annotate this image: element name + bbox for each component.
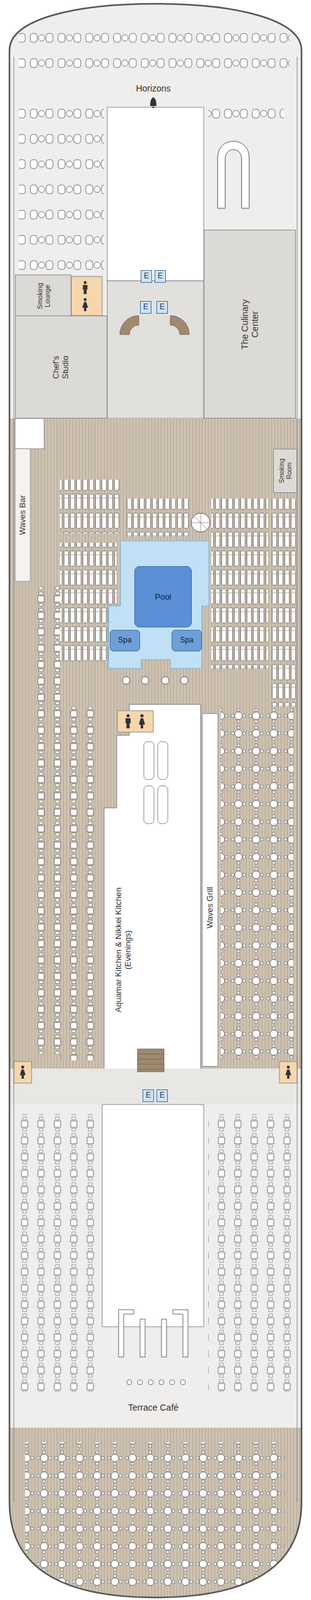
bar-label: Waves Bar <box>17 492 29 537</box>
lounge-seating <box>18 107 105 273</box>
pool-basin: Pool <box>134 565 192 628</box>
node-text: E <box>145 1090 151 1100</box>
buffet-counters <box>143 741 168 824</box>
deck-detail <box>143 785 154 824</box>
deck-detail <box>161 676 170 684</box>
deck-detail <box>137 1378 143 1385</box>
service-room <box>15 418 45 449</box>
node-text: Smoking Lounge <box>35 276 52 316</box>
bar-stools <box>126 1378 186 1385</box>
node-text: Pool <box>154 591 171 602</box>
elevator-box: E <box>140 300 152 314</box>
restroom <box>279 1061 298 1083</box>
pool-surround <box>108 540 209 669</box>
hull-outline <box>9 3 302 1597</box>
spa-basin: Spa <box>109 629 141 652</box>
spiral-stair <box>191 512 211 532</box>
bar-counter <box>15 448 31 581</box>
node-text: Smoking Room <box>278 451 293 491</box>
dining-tables <box>25 1441 286 1587</box>
dining-tables <box>34 586 60 1054</box>
node-text: E <box>143 271 149 281</box>
columns <box>122 676 188 684</box>
bar-counter <box>217 141 250 209</box>
corridor <box>0 1067 311 1104</box>
deck-detail <box>180 676 188 684</box>
deck-detail <box>122 676 130 684</box>
node-text: E <box>159 302 165 312</box>
node-text: The Culinary Center <box>239 292 260 356</box>
node-text: E <box>143 302 149 312</box>
spa-basin: Spa <box>171 629 202 652</box>
buffet-counters <box>118 1308 188 1357</box>
restroom-icon <box>285 1064 291 1079</box>
stage-block <box>107 107 204 281</box>
elevator-box: E <box>156 300 168 314</box>
deck-detail <box>169 1378 175 1385</box>
node-text: Spa <box>117 635 132 645</box>
restroom-icon <box>125 713 131 728</box>
lounge-seating <box>208 107 284 133</box>
deck-detail <box>148 1378 154 1385</box>
sun-loungers <box>271 498 297 707</box>
deck-detail <box>157 785 168 824</box>
elevator-box: E <box>156 1088 168 1102</box>
node-text: Chef's Studio <box>51 345 71 390</box>
room-box: Smoking Lounge <box>15 274 72 318</box>
dining-tables <box>208 1113 294 1391</box>
dining-tables <box>220 706 294 1060</box>
dining-tables <box>59 706 103 1060</box>
sun-loungers <box>211 498 269 669</box>
node-text: Aquamar Kitchen & Nikkei Kitchen (Evenin… <box>114 886 134 1013</box>
restroom-icon <box>82 297 88 311</box>
stairs <box>170 315 190 335</box>
elevator-box: E <box>142 1088 154 1102</box>
lounge-seating <box>18 22 291 79</box>
spiral-stair <box>191 512 211 532</box>
restroom-icon <box>138 713 146 728</box>
room-box: Smoking Room <box>273 448 298 493</box>
node-text: E <box>159 1090 165 1100</box>
stairs <box>119 315 139 335</box>
sun-loungers <box>126 498 190 537</box>
elevator-box: E <box>140 269 153 283</box>
dining-tables <box>18 1113 100 1391</box>
sun-loungers <box>59 479 120 534</box>
kitchen-area: Aquamar Kitchen & Nikkei Kitchen (Evenin… <box>105 832 142 1067</box>
kitchen-block <box>104 704 201 1073</box>
restroom-icon <box>82 280 88 294</box>
buffet-block <box>102 1103 204 1327</box>
node-text: Spa <box>179 635 194 645</box>
venue-label: Horizons <box>133 82 173 94</box>
deck-detail <box>143 741 154 780</box>
deck-detail <box>141 676 149 684</box>
room-box: The Culinary Center <box>203 229 296 419</box>
stairs <box>137 1048 165 1072</box>
deck-detail <box>158 1378 165 1385</box>
restroom <box>71 276 103 316</box>
node-text: E <box>157 271 163 281</box>
grill-counter: Waves Grill <box>201 712 219 1067</box>
elevator-box: E <box>154 269 166 283</box>
deck-detail <box>126 1378 132 1385</box>
bell-icon <box>150 97 157 108</box>
restroom <box>117 710 154 732</box>
deck-rail <box>13 56 298 1502</box>
restroom <box>13 1061 32 1083</box>
deck-detail <box>157 741 168 780</box>
venue-label: Terrace Café <box>126 1401 181 1413</box>
stair-block <box>107 280 204 419</box>
node-text: Waves Grill <box>205 886 216 928</box>
restroom-icon <box>19 1064 26 1079</box>
room-box: Chef's Studio <box>15 315 108 419</box>
deck-detail <box>180 1378 186 1385</box>
stairs <box>137 1053 165 1069</box>
